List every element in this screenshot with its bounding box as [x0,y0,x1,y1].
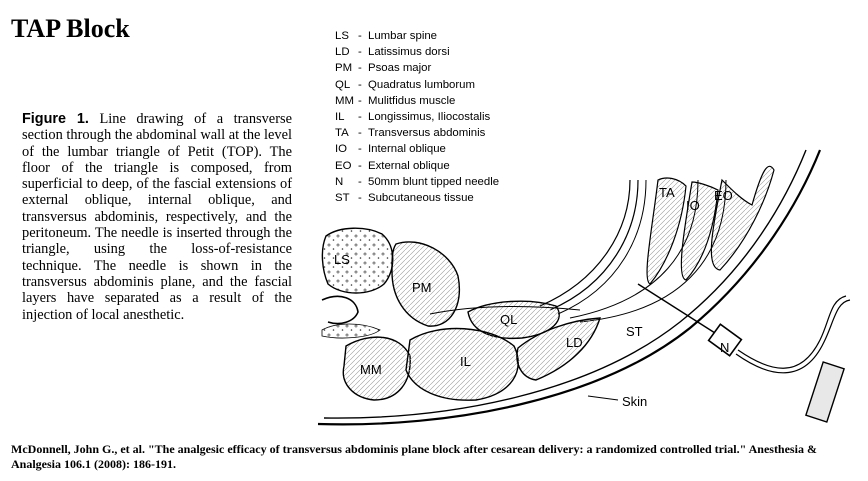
legend-abbr: IL [335,110,345,123]
legend-row: IO-Internal oblique [335,141,499,157]
skin-inner-line [323,149,807,419]
legend-abbr: LD [335,46,350,59]
fascia-line [549,179,639,311]
page-title: TAP Block [11,14,130,43]
skin-pointer-line [587,395,619,401]
legend-abbr: N [335,175,344,188]
diagram-label-eo: EO [714,188,733,203]
legend-definition: Quadratus lumborum [368,78,475,91]
legend-abbr: EO [335,159,352,172]
legend-row: TA-Transversus abdominis [335,125,499,141]
diagram-label-ls: LS [334,252,350,267]
legend-separator: - [358,127,362,140]
legend-abbr: IO [335,143,348,156]
legend-definition: External oblique [368,159,450,172]
legend-row: LD-Latissimus dorsi [335,44,499,60]
figure-label: Figure 1. [22,111,89,127]
needle-shaft [637,283,727,341]
figure-caption: Figure 1. Line drawing of a transverse s… [22,111,292,323]
skin-outer-line [317,149,822,426]
fascia-line [557,179,647,315]
multifidus-muscle [342,336,411,401]
legend-separator: - [358,191,362,204]
legend-definition: Mulitfidus muscle [368,94,456,107]
diagram-label-il: IL [460,354,471,369]
external-oblique-muscle [710,165,775,271]
vertebral-process [321,295,359,325]
fascia-line [539,179,631,307]
fascia-line [579,179,727,323]
diagram-label-ta: TA [659,185,675,200]
fascia-line [569,179,699,319]
legend-definition: Transversus abdominis [368,127,486,140]
extension-tubing [735,299,851,374]
diagram-label-io: IO [686,198,700,213]
legend-abbr: LS [335,30,349,42]
legend-abbr: MM [335,94,354,107]
deep-fascia-line [429,306,581,315]
needle-hub [707,323,743,357]
legend-row: QL-Quadratus lumborum [335,77,499,93]
diagram-label-n: N [720,340,729,355]
legend-abbr: PM [335,62,353,75]
internal-oblique-muscle [680,181,719,281]
legend-row: IL-Longissimus, Iliocostalis [335,109,499,125]
legend-separator: - [358,62,362,75]
legend-separator: - [358,143,362,156]
legend-definition: Psoas major [368,62,432,75]
legend-row: ST-Subcutaneous tissue [335,190,499,206]
legend-separator: - [358,94,362,107]
syringe [805,361,845,423]
diagram-label-skin: Skin [622,394,647,409]
extension-tubing [737,295,847,369]
figure-caption-text: Line drawing of a transverse section thr… [22,111,292,323]
bone-fragments [321,323,381,339]
legend-abbr: QL [335,78,351,91]
legend-abbr: ST [335,191,350,204]
legend-definition: Lumbar spine [368,30,438,42]
diagram-label-pm: PM [412,280,432,295]
diagram-label-ld: LD [566,335,583,350]
legend-separator: - [358,175,362,188]
legend-definition: Longissimus, Iliocostalis [368,110,491,123]
legend-row: LS-Lumbar spine [335,28,499,44]
legend-definition: 50mm blunt tipped needle [368,175,500,188]
legend-separator: - [358,110,362,123]
legend-separator: - [358,46,362,59]
diagram-label-mm: MM [360,362,382,377]
transversus-abdominis-muscle [646,177,687,285]
latissimus-dorsi-muscle [516,317,601,381]
legend-row: N -50mm blunt tipped needle [335,174,499,190]
legend-definition: Latissimus dorsi [368,46,450,59]
legend-definition: Internal oblique [368,143,446,156]
citation: McDonnell, John G., et al. "The analgesi… [11,442,817,471]
legend-separator: - [358,159,362,172]
legend-separator: - [358,78,362,91]
diagram-label-ql: QL [500,312,517,327]
psoas-major-muscle [391,241,460,327]
abbreviation-legend: LS-Lumbar spine LD-Latissimus dorsi PM-P… [335,28,499,206]
legend-separator: - [358,30,362,42]
legend-row: MM-Mulitfidus muscle [335,93,499,109]
tap-block-anatomy-diagram: TA IO EO LS PM QL ST LD MM IL N Skin [317,149,851,426]
diagram-label-st: ST [626,324,643,339]
lumbar-spine [321,227,394,294]
legend-row: PM-Psoas major [335,60,499,76]
longissimus-iliocostalis-muscle [405,327,519,401]
legend-abbr: TA [335,127,349,140]
legend-definition: Subcutaneous tissue [368,191,474,204]
legend-row: EO-External oblique [335,158,499,174]
